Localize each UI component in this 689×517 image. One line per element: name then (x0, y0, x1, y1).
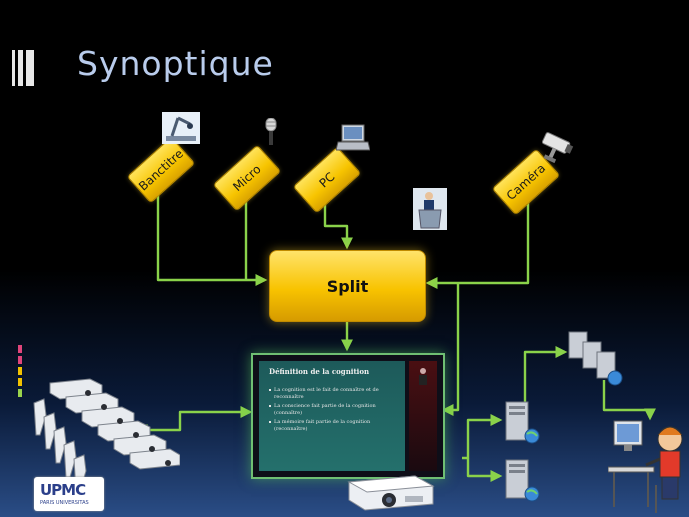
server-icon (505, 459, 540, 502)
wire-split-right (441, 283, 460, 416)
logo-text: UPMC (40, 481, 86, 499)
camera-stand-icon (162, 112, 200, 144)
wire-cluster-pc (602, 380, 656, 421)
security-camera-icon (541, 132, 574, 164)
side-decoration (18, 345, 22, 400)
screen-bullet-list: La cognition est le fait de connaître et… (269, 387, 399, 435)
speaker-video-inset (409, 361, 437, 471)
speaker-podium-icon (413, 188, 447, 230)
wire-to-server-top (462, 414, 503, 460)
screen-slide-title: Définition de la cognition (269, 367, 370, 376)
laptop-icon (336, 124, 370, 151)
screen-bullet: La mémoire fait partie de la cognition (… (269, 419, 399, 432)
projector-array-icon (33, 378, 180, 492)
wire-to-server-bottom (466, 458, 503, 482)
wire-pc-split (323, 196, 353, 250)
wire-screen-projectors (135, 406, 253, 436)
wire-server-cluster (523, 346, 568, 402)
microphone-icon (265, 118, 277, 145)
user-at-computer-icon (608, 420, 683, 513)
speaker-figure-icon (419, 368, 427, 385)
logo-subtext: PARIS UNIVERSITAS (40, 500, 89, 506)
projector-icon (347, 475, 435, 511)
screen-bullet: La conscience fait partie de la cognitio… (269, 403, 399, 416)
wire-camera-split (425, 200, 530, 289)
upmc-logo: UPMC PARIS UNIVERSITAS (34, 477, 104, 511)
split-box: Split (269, 250, 426, 322)
server-icon (505, 401, 540, 444)
server-cluster-icon (568, 331, 623, 386)
wire-banctitre-split (156, 186, 268, 286)
slide-preview: Définition de la cognition La cognition … (259, 361, 405, 471)
screen-bullet: La cognition est le fait de connaître et… (269, 387, 399, 400)
projection-screen: Définition de la cognition La cognition … (251, 353, 445, 479)
slide-title: Synoptique (77, 44, 274, 83)
title-decoration (12, 50, 36, 86)
